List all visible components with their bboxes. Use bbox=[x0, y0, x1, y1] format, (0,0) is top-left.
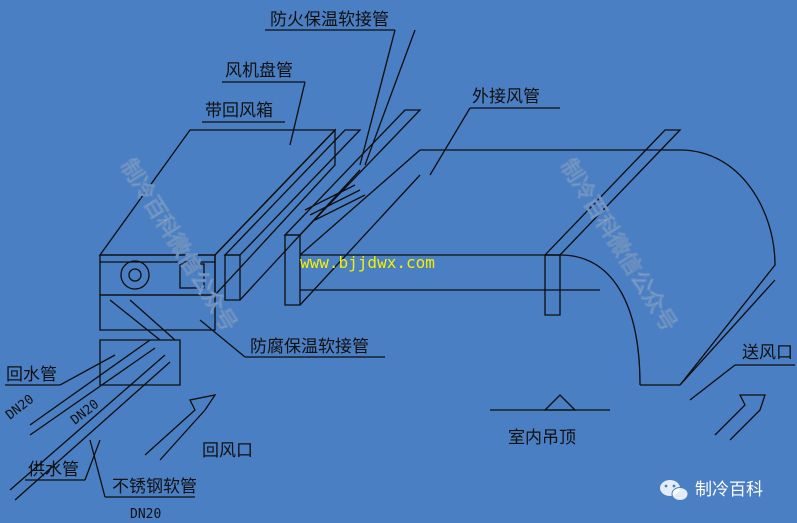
airflow-arrows bbox=[144, 394, 766, 461]
label-stainless-hose: 不锈钢软管 bbox=[112, 477, 197, 497]
label-return-pipe: 回水管 bbox=[6, 365, 57, 385]
label-dn20-supply: DN20 bbox=[68, 397, 102, 428]
fire-hose-flanges bbox=[223, 109, 422, 306]
label-return-box: 带回风箱 bbox=[205, 101, 273, 121]
water-pipes bbox=[9, 299, 181, 501]
label-ceiling: 室内吊顶 bbox=[508, 428, 576, 448]
label-anticorrosion-hose: 防腐保温软接管 bbox=[250, 337, 369, 357]
label-return-air-outlet: 回风口 bbox=[202, 441, 253, 461]
brand-badge: 制冷百科 bbox=[660, 480, 763, 501]
label-supply-pipe: 供水管 bbox=[28, 460, 79, 480]
ceiling-line bbox=[490, 394, 610, 411]
label-dn20-hose: DN20 bbox=[130, 507, 161, 522]
label-fire-hose: 防火保温软接管 bbox=[270, 10, 389, 30]
label-fan-coil: 风机盘管 bbox=[225, 61, 293, 81]
leader-lines bbox=[5, 29, 795, 498]
label-dn20-return: DN20 bbox=[3, 392, 37, 423]
external-duct bbox=[299, 129, 776, 386]
watermark-left: 制冷百科微信公众号 bbox=[115, 154, 242, 336]
website-url: www.bjjdwx.com bbox=[300, 253, 435, 272]
label-supply-air-outlet: 送风口 bbox=[742, 343, 793, 363]
brand-name: 制冷百科 bbox=[695, 480, 763, 500]
watermark-right: 制冷百科微信公众号 bbox=[555, 154, 682, 336]
label-external-duct: 外接风管 bbox=[472, 87, 540, 107]
wechat-icon bbox=[660, 480, 689, 501]
fan-coil-unit bbox=[98, 128, 337, 331]
